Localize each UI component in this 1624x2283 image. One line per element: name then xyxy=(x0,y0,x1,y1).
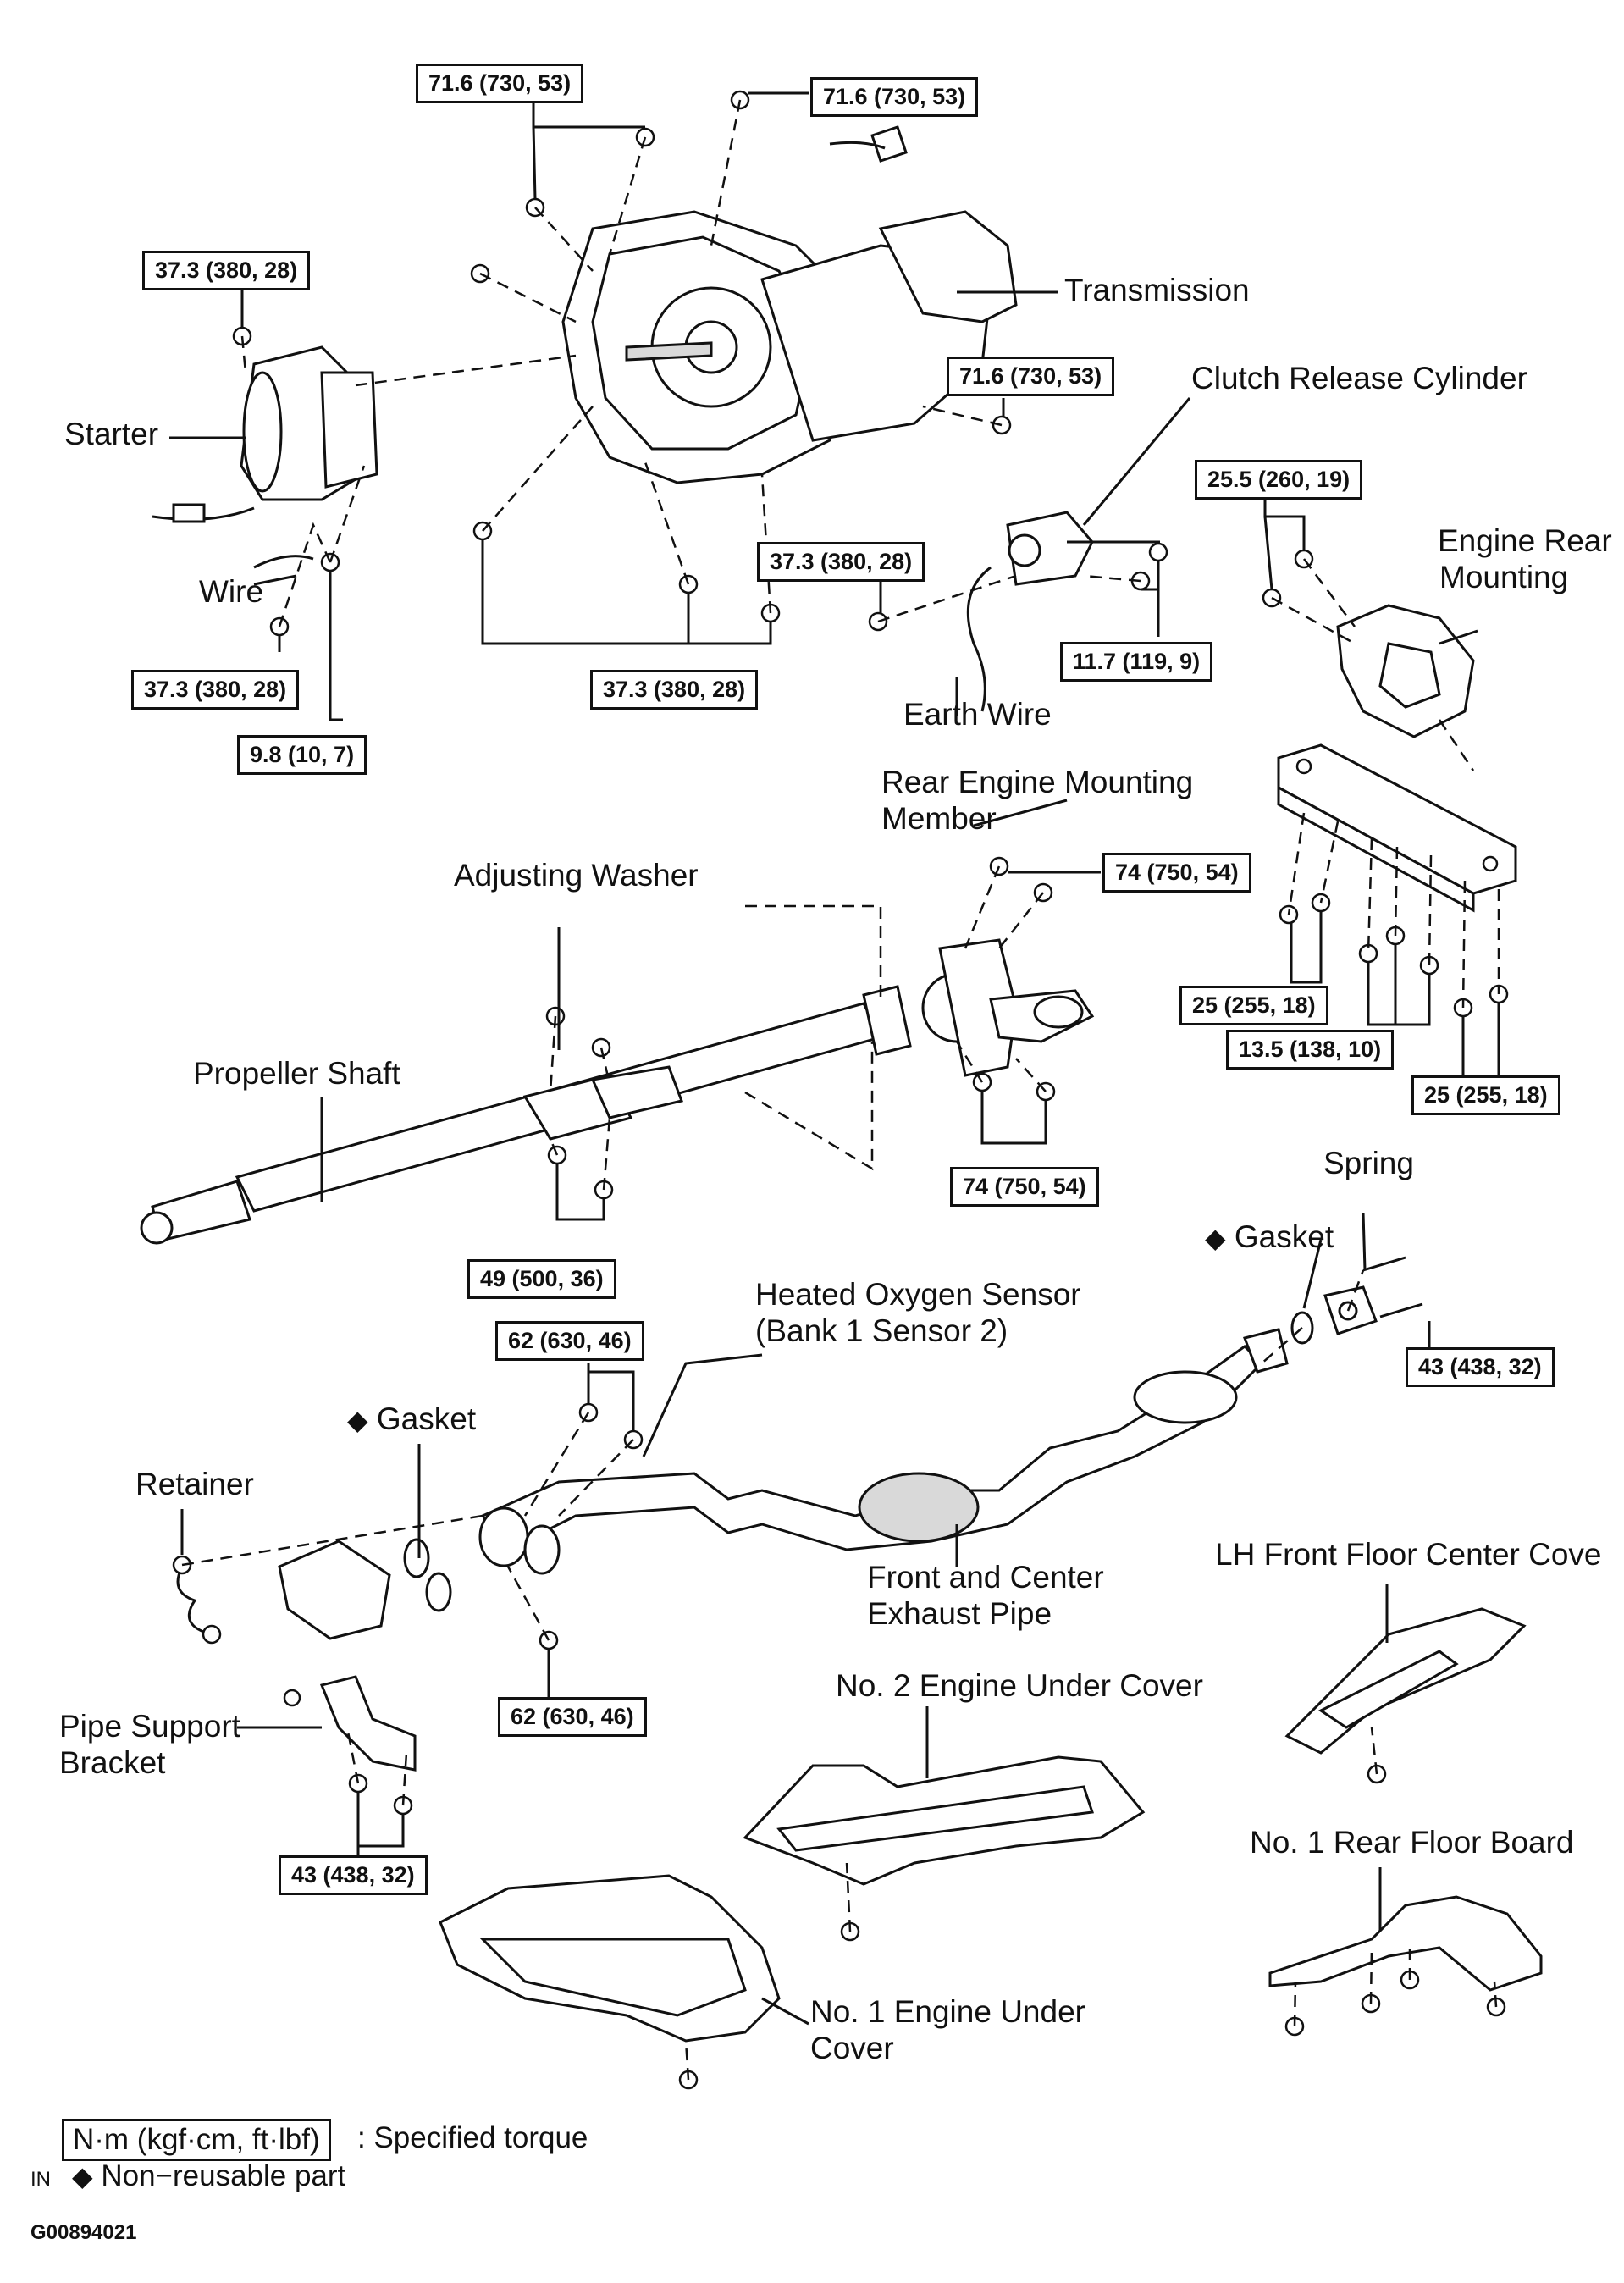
pipe-support-bracket-part xyxy=(283,1675,417,1772)
torque-callout: 37.3 (380, 28) xyxy=(131,670,300,710)
label-starter: Starter xyxy=(64,417,159,451)
lh-front-floor-center-cover-part xyxy=(1284,1607,1527,1755)
label-front-center-exhaust-pipe-line2: Exhaust Pipe xyxy=(867,1595,1052,1631)
torque-callout: 71.6 (730, 53) xyxy=(416,64,584,104)
legend-corner-mark: IN xyxy=(30,2168,51,2191)
label-engine-rear-mounting-line2: Mounting xyxy=(1439,559,1569,594)
label-pipe-support-bracket-line1: Pipe Support xyxy=(59,1709,240,1744)
label-no1-engine-under-cover-line1: No. 1 Engine Under xyxy=(810,1994,1085,2029)
label-propeller-shaft: Propeller Shaft xyxy=(193,1056,400,1091)
label-transmission: Transmission xyxy=(1064,273,1250,307)
torque-callout: 43 (438, 32) xyxy=(1406,1347,1555,1388)
clutch-release-cylinder-part xyxy=(966,511,1160,712)
label-wire: Wire xyxy=(199,574,264,609)
label-retainer: Retainer xyxy=(135,1467,254,1501)
label-lh-front-floor-center-cover: LH Front Floor Center Cove xyxy=(1215,1537,1602,1572)
torque-callout: 9.8 (10, 7) xyxy=(237,735,367,776)
torque-leader-lines xyxy=(240,91,1500,1863)
label-pipe-support-bracket: Pipe Support Bracket xyxy=(59,1709,240,1781)
label-clutch-release-cylinder: Clutch Release Cylinder xyxy=(1191,361,1527,395)
label-rear-engine-mounting-member: Rear Engine Mounting Member xyxy=(881,765,1193,837)
label-rear-engine-mounting-member-line1: Rear Engine Mounting xyxy=(881,765,1194,799)
label-gasket-right-text: Gasket xyxy=(1234,1219,1334,1254)
torque-callout: 49 (500, 36) xyxy=(467,1259,616,1300)
label-no1-engine-under-cover-line2: Cover xyxy=(810,2030,894,2065)
non-reusable-diamond-icon: ◆ xyxy=(347,1405,368,1435)
non-reusable-diamond-icon: ◆ xyxy=(72,2161,93,2192)
label-rear-engine-mounting-member-line2: Member xyxy=(881,800,997,836)
torque-callout: 74 (750, 54) xyxy=(1102,853,1251,893)
label-gasket-right: ◆ Gasket xyxy=(1205,1219,1334,1256)
gasket-parts xyxy=(403,1256,1423,1612)
torque-callout: 25 (255, 18) xyxy=(1179,986,1328,1026)
label-front-center-exhaust-pipe-line1: Front and Center xyxy=(867,1560,1104,1595)
label-spring: Spring xyxy=(1323,1146,1414,1180)
label-earth-wire: Earth Wire xyxy=(903,697,1052,732)
label-heated-oxygen-sensor-line1: Heated Oxygen Sensor xyxy=(755,1277,1081,1312)
transmission-part xyxy=(561,125,1018,484)
engine-rear-mounting-part xyxy=(1336,604,1475,738)
torque-callout: 62 (630, 46) xyxy=(495,1321,644,1362)
legend-non-reusable-text: Non−reusable part xyxy=(101,2159,346,2192)
label-gasket-left: ◆ Gasket xyxy=(347,1401,476,1438)
torque-callout: 37.3 (380, 28) xyxy=(590,670,759,710)
non-reusable-diamond-icon: ◆ xyxy=(1205,1223,1226,1253)
retainer-part xyxy=(172,1540,391,1645)
label-heated-oxygen-sensor: Heated Oxygen Sensor (Bank 1 Sensor 2) xyxy=(755,1277,1081,1349)
propeller-shaft-part xyxy=(140,938,1095,1245)
label-front-center-exhaust-pipe: Front and Center Exhaust Pipe xyxy=(867,1560,1104,1632)
label-no2-engine-under-cover: No. 2 Engine Under Cover xyxy=(836,1668,1203,1703)
torque-callout: 37.3 (380, 28) xyxy=(142,251,311,291)
torque-callout: 25 (255, 18) xyxy=(1411,1075,1560,1116)
torque-callout: 43 (438, 32) xyxy=(279,1855,428,1896)
starter-part xyxy=(152,345,378,569)
torque-callout: 71.6 (730, 53) xyxy=(947,357,1115,397)
legend-torque-desc: : Specified torque xyxy=(357,2121,588,2154)
label-adjusting-washer: Adjusting Washer xyxy=(454,858,699,893)
rear-engine-mounting-member-part xyxy=(1277,743,1517,913)
legend-non-reusable: ◆ Non−reusable part xyxy=(72,2159,345,2193)
label-pipe-support-bracket-line2: Bracket xyxy=(59,1744,166,1780)
torque-callout: 62 (630, 46) xyxy=(498,1697,647,1738)
torque-callout: 74 (750, 54) xyxy=(950,1167,1099,1208)
no2-engine-under-cover-part xyxy=(743,1755,1146,1886)
label-no1-engine-under-cover: No. 1 Engine Under Cover xyxy=(810,1994,1085,2066)
torque-callout: 13.5 (138, 10) xyxy=(1226,1030,1395,1070)
torque-callout: 71.6 (730, 53) xyxy=(810,77,979,118)
label-gasket-left-text: Gasket xyxy=(376,1401,477,1436)
exhaust-pipe-part xyxy=(478,1328,1289,1575)
label-leader-lines xyxy=(169,290,1478,2026)
torque-callout: 11.7 (119, 9) xyxy=(1060,642,1213,683)
legend-torque-unit: N·m (kgf·cm, ft·lbf) xyxy=(62,2119,331,2161)
no1-engine-under-cover-part xyxy=(439,1874,781,2043)
label-heated-oxygen-sensor-line2: (Bank 1 Sensor 2) xyxy=(755,1313,1008,1348)
no1-rear-floor-board-part xyxy=(1268,1895,1543,1992)
figure-code: G00894021 xyxy=(30,2221,137,2244)
torque-callout: 37.3 (380, 28) xyxy=(757,542,925,583)
label-engine-rear-mounting-line1: Engine Rear xyxy=(1438,523,1612,558)
label-engine-rear-mounting: Engine Rear Mounting xyxy=(1438,523,1612,595)
label-no1-rear-floor-board: No. 1 Rear Floor Board xyxy=(1250,1825,1574,1860)
torque-callout: 25.5 (260, 19) xyxy=(1195,460,1363,500)
